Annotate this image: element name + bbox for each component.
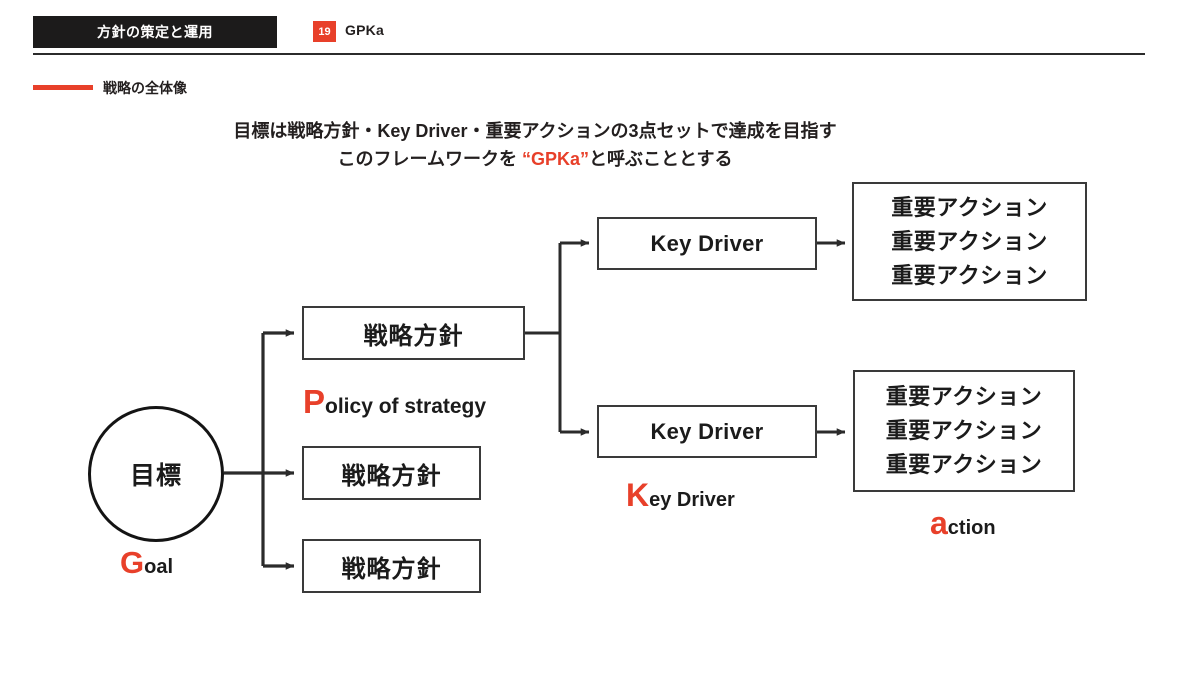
legend-policy-capital: P (303, 383, 326, 420)
node-key-driver-2[interactable]: Key Driver (597, 405, 817, 458)
node-action-1-line-3: 重要アクション (891, 262, 1048, 288)
slide-number-badge: 19 (313, 21, 336, 42)
node-policy-2-label: 戦略方針 (341, 462, 442, 490)
node-policy-1-label: 戦略方針 (363, 322, 464, 350)
section-accent-bar (33, 85, 93, 90)
node-key-driver-2-label: Key Driver (650, 418, 764, 444)
deck-name-label: GPKa (345, 22, 384, 38)
slide-headline: 目標は戦略方針・Key Driver・重要アクションの3点セットで達成を目指す … (0, 117, 1070, 173)
node-goal-label: 目標 (129, 462, 182, 490)
node-action-2-line-3: 重要アクション (885, 452, 1043, 477)
legend-action-capital: a (930, 505, 948, 541)
node-policy-3-label: 戦略方針 (341, 555, 442, 583)
node-policy-2[interactable]: 戦略方針 (302, 446, 481, 500)
node-key-driver-1[interactable]: Key Driver (597, 217, 817, 270)
node-action-2-line-1: 重要アクション (885, 384, 1043, 409)
node-action-2-line-2: 重要アクション (885, 418, 1043, 443)
slide-number-text: 19 (318, 25, 331, 38)
node-key-driver-1-label: Key Driver (650, 230, 764, 256)
header-divider-rule (33, 53, 1145, 55)
node-policy-1[interactable]: 戦略方針 (302, 306, 525, 360)
legend-action-rest: ction (947, 517, 996, 539)
legend-goal: Goal (120, 545, 173, 581)
node-action-2[interactable]: 重要アクション 重要アクション 重要アクション (853, 370, 1075, 492)
headline-line-2-suffix: と呼ぶこととする (589, 149, 733, 169)
legend-key-driver: Key Driver (626, 477, 735, 514)
legend-key-driver-capital: K (626, 477, 650, 513)
node-action-1-line-2: 重要アクション (891, 228, 1048, 254)
header-section-tab: 方針の策定と運用 (33, 16, 277, 48)
legend-policy: Policy of strategy (303, 383, 486, 421)
headline-line-1: 目標は戦略方針・Key Driver・重要アクションの3点セットで達成を目指す (233, 121, 837, 141)
legend-policy-rest: olicy of strategy (325, 395, 487, 418)
headline-accent-term: “GPKa” (521, 149, 590, 169)
node-policy-3[interactable]: 戦略方針 (302, 539, 481, 593)
headline-line-2: このフレームワークを “GPKa”と呼ぶこととする (0, 145, 1070, 173)
legend-action: action (930, 505, 996, 542)
header-section-tab-label: 方針の策定と運用 (97, 24, 213, 40)
node-action-1-line-1: 重要アクション (891, 194, 1048, 220)
headline-line-2-prefix: このフレームワークを (337, 149, 522, 169)
legend-goal-capital: G (120, 545, 145, 580)
node-goal[interactable]: 目標 (88, 406, 224, 542)
legend-goal-rest: oal (144, 556, 174, 578)
legend-key-driver-rest: ey Driver (649, 489, 735, 511)
node-action-1[interactable]: 重要アクション 重要アクション 重要アクション (852, 182, 1087, 301)
section-title: 戦略の全体像 (103, 80, 187, 96)
